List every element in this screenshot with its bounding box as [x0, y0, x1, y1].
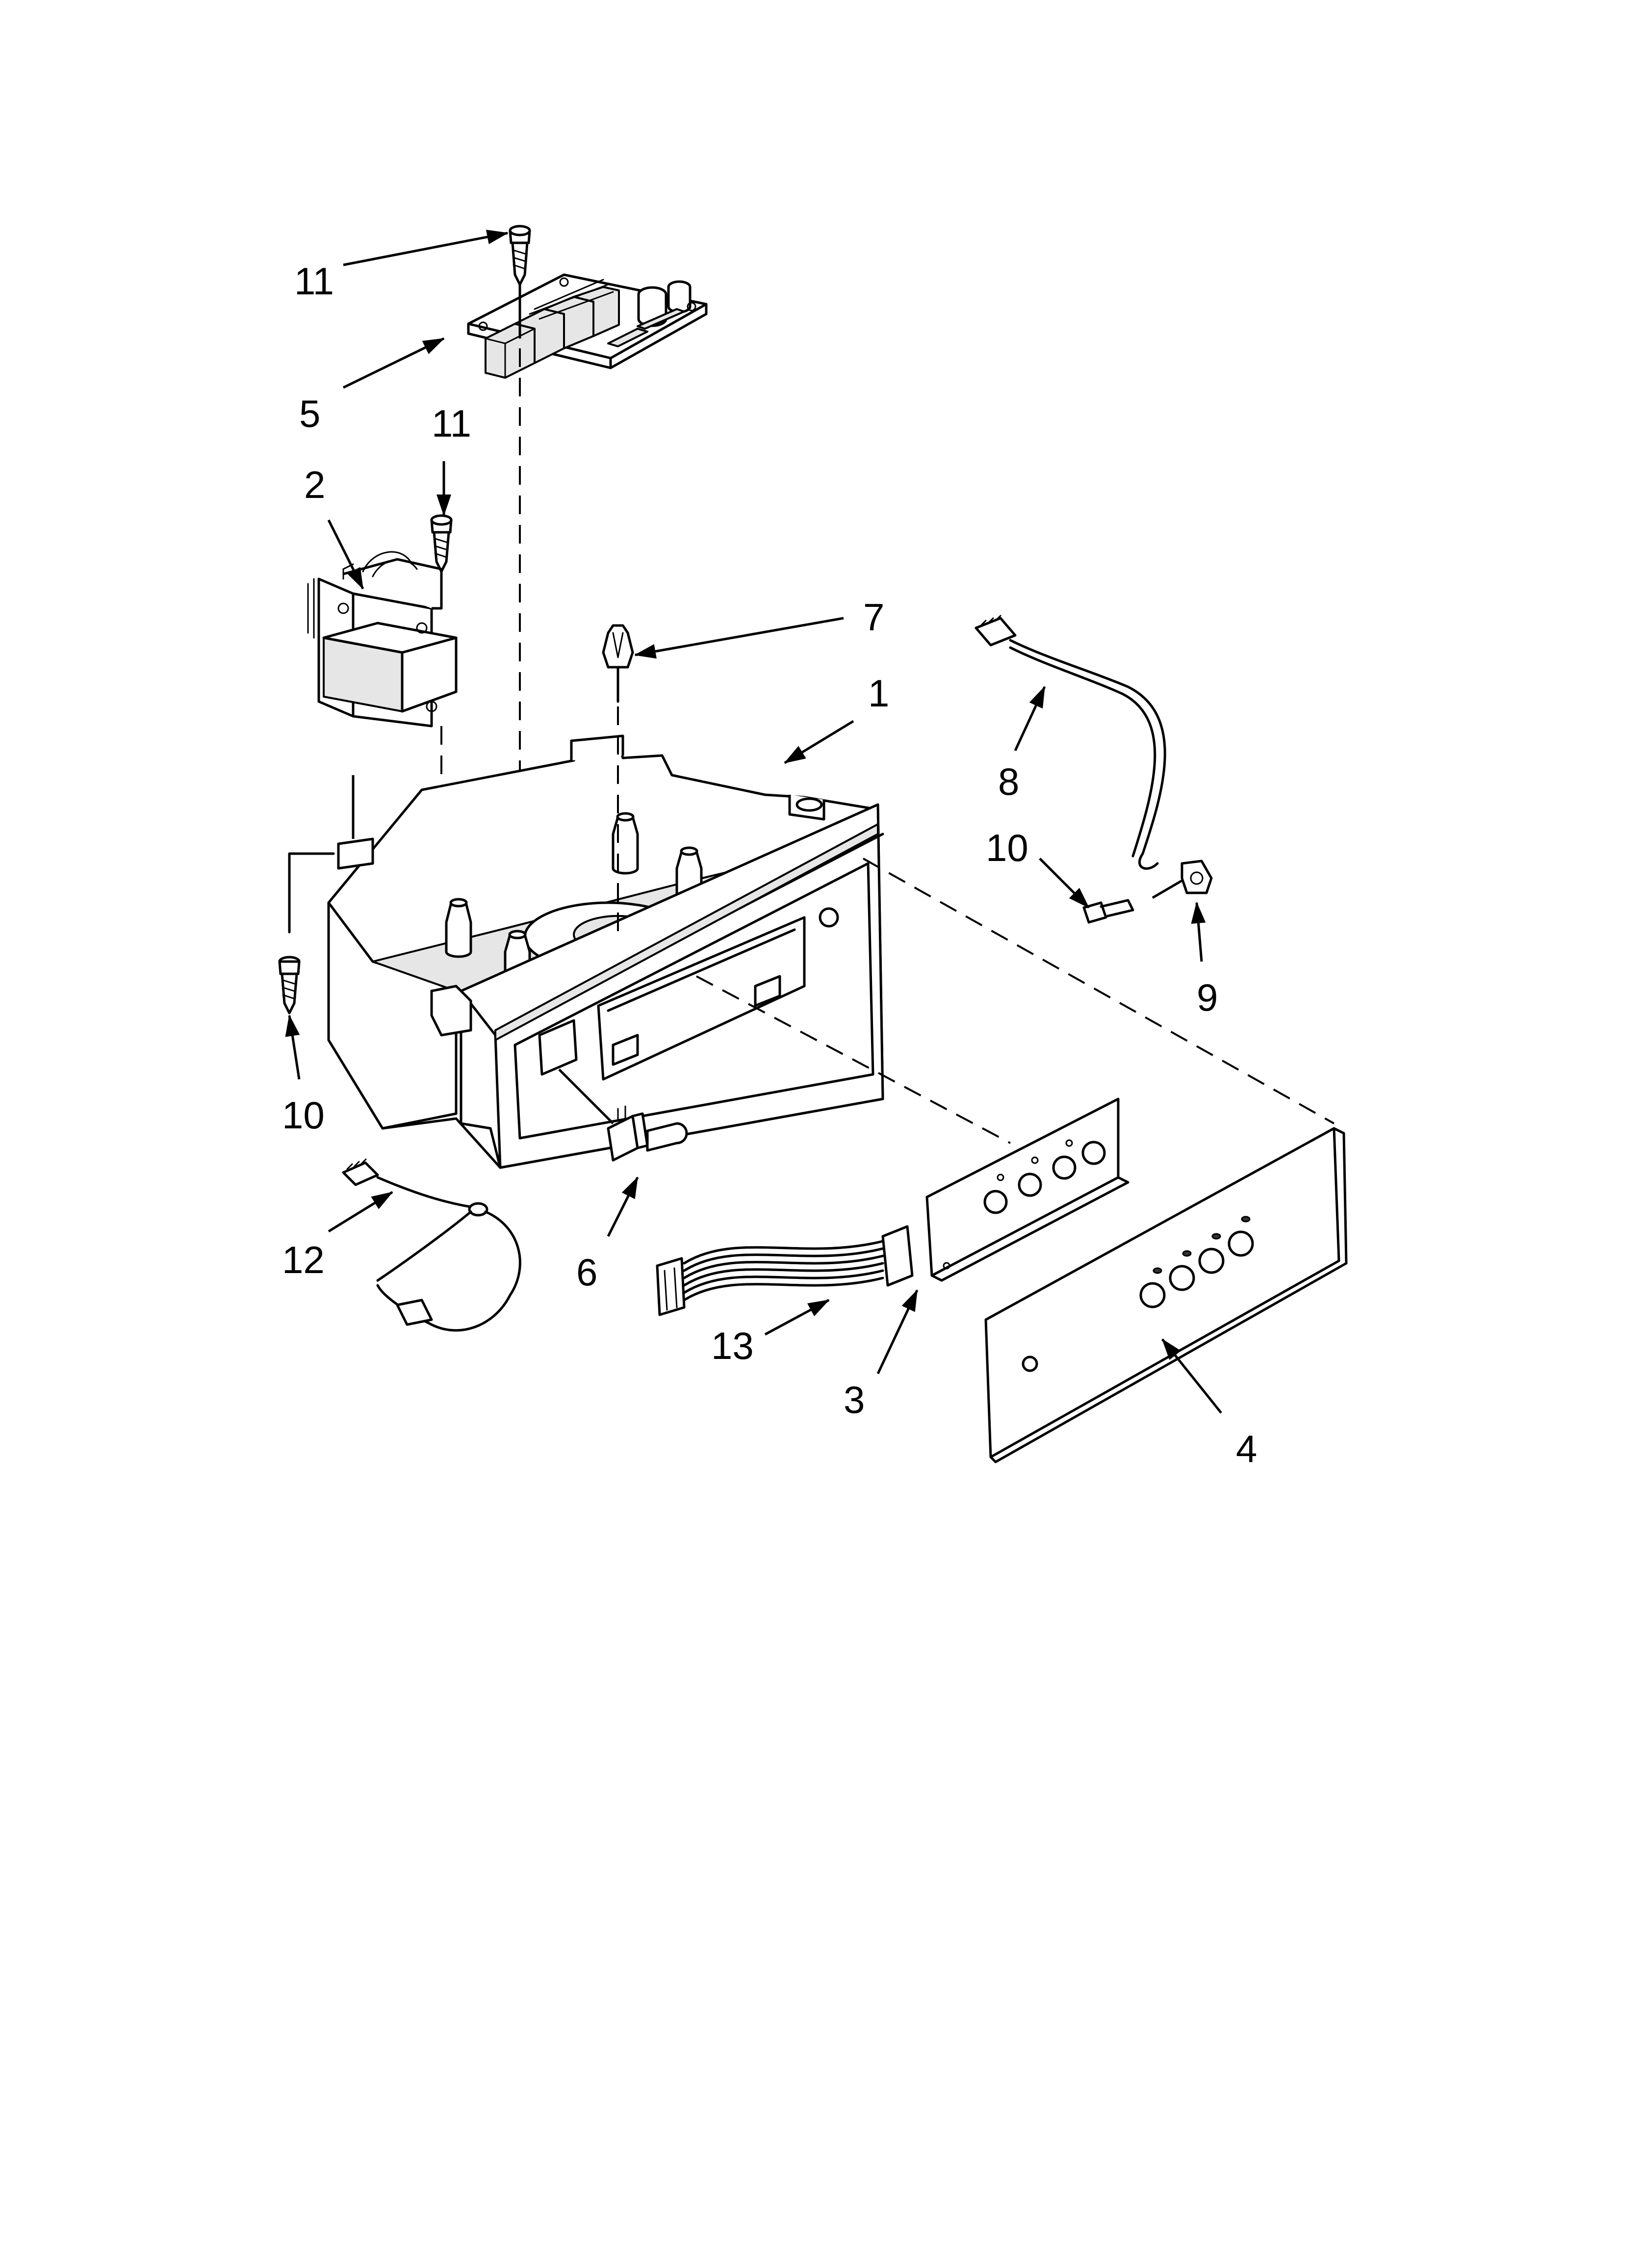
control-board-part — [467, 273, 708, 379]
callout-10-right: 10 — [986, 826, 1028, 869]
callout-2: 2 — [304, 463, 325, 506]
switch-part — [607, 1105, 688, 1162]
callout-11-middle: 11 — [432, 402, 471, 445]
callout-11-top: 11 — [294, 260, 334, 303]
callout-9: 9 — [1197, 976, 1218, 1019]
screw-icon — [430, 514, 453, 573]
button-board-part — [881, 1097, 1129, 1287]
callout-13: 13 — [711, 1324, 754, 1367]
callout-6: 6 — [576, 1251, 597, 1294]
clip-part — [1180, 860, 1213, 894]
screw-icon — [278, 956, 301, 1015]
callout-1: 1 — [868, 672, 889, 715]
front-overlay-part — [984, 1127, 1348, 1463]
callout-8: 8 — [998, 760, 1019, 803]
housing-part — [327, 734, 884, 1169]
sensor-wire-part — [342, 1158, 521, 1332]
callout-10-left: 10 — [282, 1094, 325, 1137]
screw-icon — [509, 225, 531, 286]
transformer-part — [307, 551, 458, 728]
sensor-probe-part — [602, 624, 634, 703]
callout-7: 7 — [863, 596, 884, 639]
ribbon-cable-part — [656, 1240, 884, 1316]
callout-5: 5 — [299, 392, 320, 435]
screw-icon — [1082, 899, 1134, 924]
callout-3: 3 — [844, 1378, 865, 1421]
callout-4: 4 — [1236, 1427, 1257, 1470]
wire-harness-part — [975, 615, 1166, 870]
callout-12: 12 — [282, 1238, 325, 1281]
